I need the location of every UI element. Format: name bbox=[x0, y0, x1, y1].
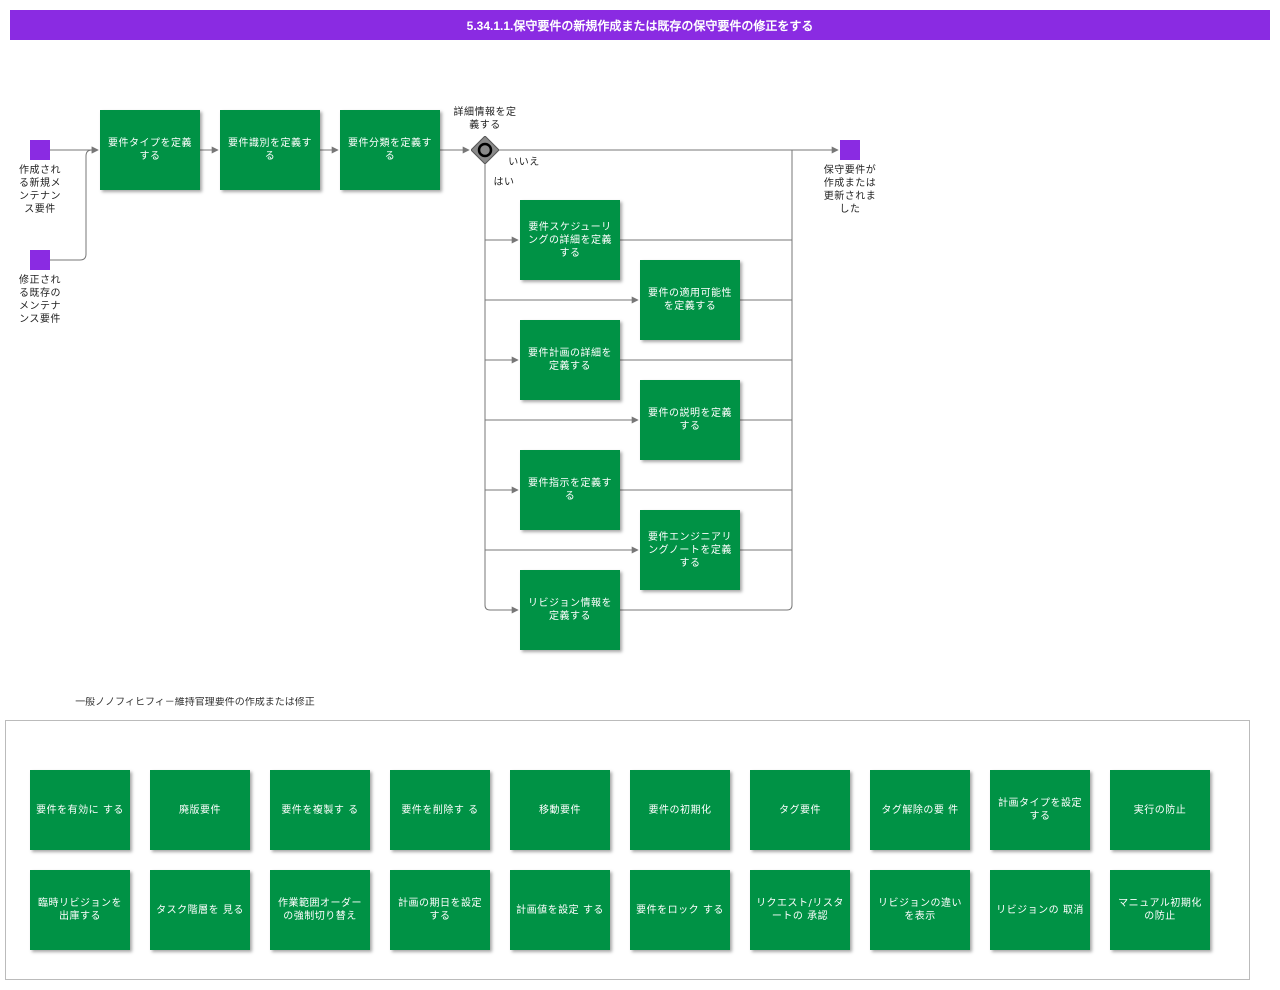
group-task-obsolete[interactable]: 廃版要件 bbox=[150, 770, 250, 850]
group-task-prevent-manual-init[interactable]: マニュアル初期化の防止 bbox=[1110, 870, 1210, 950]
task-define-engineering-notes[interactable]: 要件エンジニアリングノートを定義する bbox=[640, 510, 740, 590]
task-define-scheduling-details[interactable]: 要件スケジューリングの詳細を定義する bbox=[520, 200, 620, 280]
task-define-requirement-id[interactable]: 要件識別を定義する bbox=[220, 110, 320, 190]
gateway-label: 詳細情報を定義する bbox=[453, 107, 517, 131]
group-task-lock[interactable]: 要件をロック する bbox=[630, 870, 730, 950]
task-define-description[interactable]: 要件の説明を定義する bbox=[640, 380, 740, 460]
group-task-move[interactable]: 移動要件 bbox=[510, 770, 610, 850]
group-task-set-plan-due-date[interactable]: 計画の期日を設定する bbox=[390, 870, 490, 950]
task-define-requirement-class[interactable]: 要件分類を定義する bbox=[340, 110, 440, 190]
group-task-force-switch-work-scope[interactable]: 作業範囲オーダーの強制切り替え bbox=[270, 870, 370, 950]
group-task-issue-temp-revision[interactable]: 臨時リビジョンを出庫する bbox=[30, 870, 130, 950]
group-task-cancel-revision[interactable]: リビジョンの 取消 bbox=[990, 870, 1090, 950]
end-event-label: 保守要件が作成または更新されました bbox=[823, 165, 877, 215]
group-task-tag[interactable]: タグ要件 bbox=[750, 770, 850, 850]
group-task-set-plan-type[interactable]: 計画タイプを設定する bbox=[990, 770, 1090, 850]
group-task-show-revision-diff[interactable]: リビジョンの違いを表示 bbox=[870, 870, 970, 950]
group-task-delete[interactable]: 要件を削除す る bbox=[390, 770, 490, 850]
gateway-yes-label: はい bbox=[493, 177, 515, 188]
exclusive-gateway-icon[interactable] bbox=[471, 136, 499, 164]
group-task-prevent-execution[interactable]: 実行の防止 bbox=[1110, 770, 1210, 850]
general-actions-group bbox=[5, 720, 1250, 980]
task-define-instructions[interactable]: 要件指示を定義する bbox=[520, 450, 620, 530]
diagram-title: 5.34.1.1.保守要件の新規作成または既存の保守要件の修正をする bbox=[10, 10, 1270, 40]
start-event-new[interactable] bbox=[30, 140, 50, 160]
group-label: 一般ノノフィヒフィ－維持官理要件の作成または修正 bbox=[75, 697, 315, 708]
group-task-approve-request-restart[interactable]: リクエスト/リスタートの 承認 bbox=[750, 870, 850, 950]
group-task-untag[interactable]: タグ解除の要 件 bbox=[870, 770, 970, 850]
group-task-set-plan-value[interactable]: 計画値を設定 する bbox=[510, 870, 610, 950]
start-event-modify[interactable] bbox=[30, 250, 50, 270]
task-define-requirement-type[interactable]: 要件タイプを定義する bbox=[100, 110, 200, 190]
group-task-copy[interactable]: 要件を複製す る bbox=[270, 770, 370, 850]
group-task-initialize[interactable]: 要件の初期化 bbox=[630, 770, 730, 850]
end-event[interactable] bbox=[840, 140, 860, 160]
group-task-view-task-hierarchy[interactable]: タスク階層を 見る bbox=[150, 870, 250, 950]
group-task-activate[interactable]: 要件を有効に する bbox=[30, 770, 130, 850]
start-event-new-label: 作成される新規メンテナンス要件 bbox=[19, 165, 61, 215]
task-define-revision-info[interactable]: リビジョン情報を定義する bbox=[520, 570, 620, 650]
task-define-applicability[interactable]: 要件の適用可能性を定義する bbox=[640, 260, 740, 340]
start-event-modify-label: 修正される既存のメンテナンス要件 bbox=[19, 275, 61, 325]
task-define-planning-details[interactable]: 要件計画の詳細を定義する bbox=[520, 320, 620, 400]
gateway-no-label: いいえ bbox=[508, 157, 540, 168]
